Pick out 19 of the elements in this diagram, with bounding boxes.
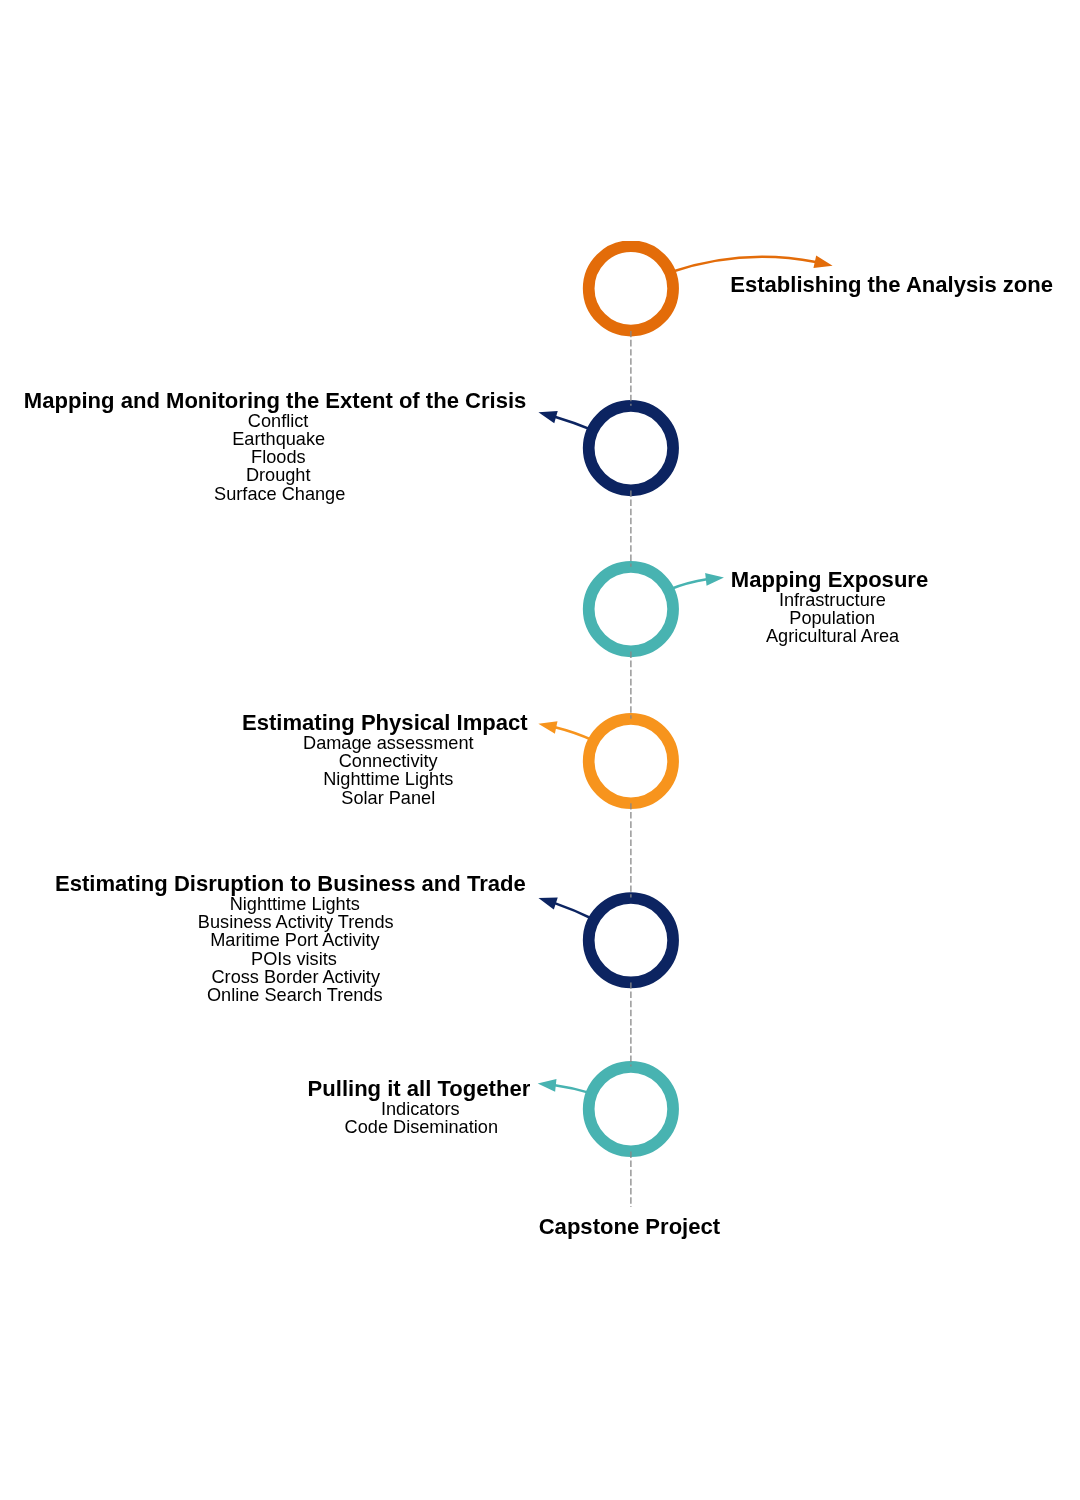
node-circle — [582, 400, 679, 497]
node-circle — [582, 561, 679, 658]
connector — [630, 802, 632, 899]
connector — [630, 650, 632, 720]
node-text: Pulling it all Together Indicators Code Disemination — [307, 1076, 531, 1138]
connector — [630, 330, 632, 407]
connector — [630, 981, 632, 1068]
node-circle — [582, 713, 679, 810]
node-text: Estimating Disruption to Business and Trade Nighttime Lights Business Activity Trends Maritime Port Activity POIs visits Cross Border Activity Online Search Trends — [55, 871, 526, 1005]
node-text: Estimating Physical Impact Damage assessment Connectivity Nighttime Lights Solar Panel — [242, 710, 528, 808]
connector — [630, 1150, 632, 1208]
node-text: Capstone Project — [538, 1214, 721, 1240]
node-circle — [582, 241, 679, 337]
connector — [630, 489, 632, 568]
node-circle — [582, 892, 679, 989]
node-circle — [582, 1061, 679, 1158]
node-text: Mapping Exposure Infrastructure Population Agricultural Area — [730, 567, 929, 647]
node-text: Establishing the Analysis zone — [730, 272, 1054, 298]
node-text: Mapping and Monitoring the Extent of the Crisis Conflict Earthquake Floods Drought Surface Change — [23, 387, 527, 504]
